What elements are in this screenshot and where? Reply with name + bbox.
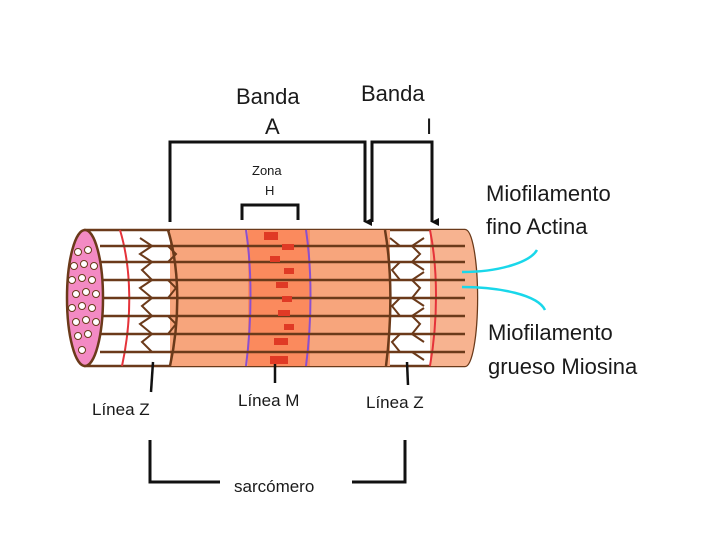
banda-i-label-line2: I (426, 114, 432, 139)
linea-z-left-tick (149, 361, 155, 393)
z-line-left (119, 229, 131, 367)
banda-a-label-line2: A (265, 114, 280, 139)
linea-z-right-tick (405, 361, 410, 386)
zona-h-label-line2: H (265, 183, 274, 198)
banda-i-bracket (370, 140, 439, 226)
end-face-dots (68, 246, 100, 354)
sarcomero-label: sarcómero (234, 477, 314, 496)
banda-a-label-line1: Banda (236, 84, 300, 109)
actina-label-line1: Miofilamento (486, 181, 611, 206)
zona-h-label-line1: Zona (252, 163, 282, 178)
thin-filaments-left (138, 237, 178, 353)
linea-z-right-label: Línea Z (366, 393, 424, 412)
h-zone-right-edge (305, 229, 312, 367)
actina-label-line2: fino Actina (486, 214, 588, 239)
miosina-label-line2: grueso Miosina (488, 354, 638, 379)
linea-z-left-label: Línea Z (92, 400, 150, 419)
myofibril-cylinder (65, 228, 479, 368)
h-zone-left-edge (245, 229, 252, 367)
actina-pointer (461, 249, 539, 274)
a-band-left-edge (166, 229, 179, 367)
thin-filaments-right (389, 237, 425, 361)
banda-a-bracket (168, 140, 372, 226)
banda-i-label-line1: Banda (361, 81, 425, 106)
m-line-marks (264, 232, 294, 364)
a-band-right-edge (383, 229, 392, 367)
linea-m-label: Línea M (238, 391, 299, 410)
miosina-label-line1: Miofilamento (488, 320, 613, 345)
zona-h-bracket (240, 203, 300, 220)
sarcomero-bracket (148, 440, 407, 484)
miosina-pointer (461, 285, 547, 311)
z-line-right (429, 229, 437, 367)
